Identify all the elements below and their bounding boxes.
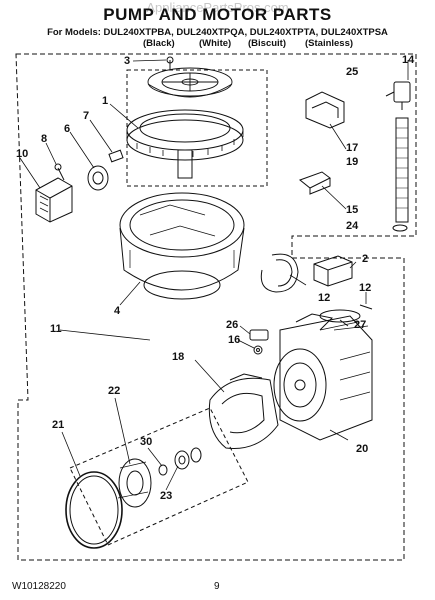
part-fitting-26	[249, 329, 269, 341]
callout-22: 22	[108, 385, 121, 397]
callout-25: 25	[346, 66, 359, 78]
filter-box	[126, 69, 268, 187]
part-clamp-24	[392, 224, 408, 232]
page-number: 9	[214, 581, 220, 592]
part-gasket-12	[260, 253, 299, 293]
color-stainless: (Stainless)	[305, 38, 354, 49]
part-clip-15	[298, 171, 331, 195]
callout-3: 3	[124, 55, 131, 67]
color-biscuit: (Biscuit)	[248, 38, 286, 49]
part-pin-11	[359, 304, 373, 310]
document-code: W10128220	[12, 581, 66, 592]
callout-14: 14	[402, 54, 415, 66]
watermark: AppliancePartsPros.com	[146, 0, 289, 15]
callout-24: 24	[346, 220, 359, 232]
color-black: (Black)	[143, 38, 175, 49]
part-tube-19	[395, 117, 409, 223]
part-sump	[119, 192, 245, 300]
callout-17: 17	[346, 142, 359, 154]
part-disc-6	[87, 165, 109, 191]
callout-30: 30	[140, 436, 153, 448]
part-screw-7	[54, 163, 65, 181]
callout-1: 1	[102, 95, 109, 107]
callout-6: 6	[64, 123, 71, 135]
callout-27: 27	[354, 319, 367, 331]
part-seals-23	[158, 447, 202, 476]
part-valve-25	[385, 81, 411, 110]
callout-2: 2	[362, 253, 369, 265]
models-line: For Models: DUL240XTPBA, DUL240XTPQA, DU…	[47, 27, 388, 38]
callout-20: 20	[356, 443, 369, 455]
part-filter-gear	[126, 109, 244, 179]
callout-11: 12	[359, 282, 372, 294]
leader-lines	[19, 59, 409, 491]
part-screw-3	[166, 56, 174, 70]
callout-5: 7	[83, 110, 90, 122]
part-clip-5	[108, 149, 124, 163]
part-motor-20	[273, 313, 373, 441]
part-ring-21	[65, 471, 123, 549]
callout-10: 11	[50, 323, 62, 335]
callout-8: 10	[16, 148, 29, 160]
page-title: PUMP AND MOTOR PARTS	[103, 5, 332, 24]
impeller-box	[69, 407, 249, 546]
callout-26: 26	[226, 319, 239, 331]
callout-18: 18	[172, 351, 185, 363]
part-nut-16	[253, 345, 263, 355]
callout-15: 15	[346, 204, 359, 216]
callout-7: 8	[41, 133, 48, 145]
assembly-boundary	[15, 53, 417, 561]
callout-16: 16	[228, 334, 241, 346]
part-bracket-17	[305, 91, 345, 129]
part-seal-27	[319, 309, 361, 323]
callout-12: 12	[318, 292, 331, 304]
part-block-2	[313, 255, 353, 287]
color-white: (White)	[199, 38, 232, 49]
callout-19: 19	[346, 156, 359, 168]
part-filter-cover	[147, 67, 233, 98]
callout-23: 23	[160, 490, 173, 502]
part-housing-18	[208, 373, 279, 450]
part-impeller-30	[117, 458, 152, 508]
callout-21: 21	[52, 419, 65, 431]
part-block-8	[35, 177, 73, 223]
callout-4: 4	[114, 305, 121, 317]
